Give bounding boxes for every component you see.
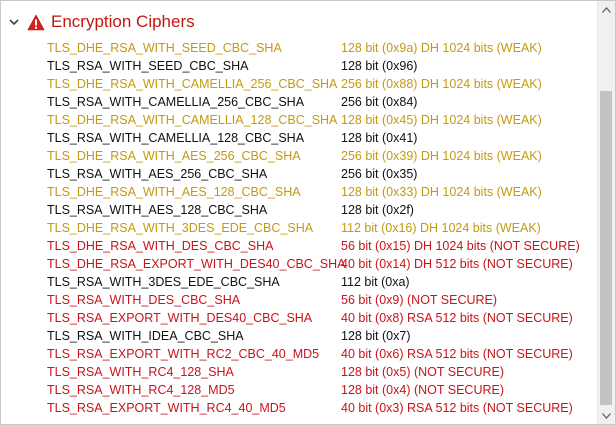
cipher-name: TLS_DHE_RSA_WITH_DES_CBC_SHA: [47, 239, 274, 253]
cipher-strength: 128 bit (0x5) (NOT SECURE): [341, 365, 505, 379]
cipher-row: TLS_DHE_RSA_WITH_AES_128_CBC_SHA 128 bit …: [1, 183, 597, 201]
cipher-list: TLS_DHE_RSA_WITH_SEED_CBC_SHA 128 bit (0x…: [1, 39, 597, 417]
section-title: Encryption Ciphers: [51, 12, 195, 31]
cipher-row: TLS_RSA_EXPORT_WITH_DES40_CBC_SHA 40 bit …: [1, 309, 597, 327]
cipher-strength: 128 bit (0x9a) DH 1024 bits (WEAK): [341, 41, 542, 55]
cipher-name: TLS_DHE_RSA_WITH_CAMELLIA_256_CBC_SHA: [47, 77, 338, 91]
cipher-name: TLS_DHE_RSA_WITH_AES_128_CBC_SHA: [47, 185, 301, 199]
cipher-name: TLS_RSA_WITH_SEED_CBC_SHA: [47, 59, 249, 73]
cipher-strength: 40 bit (0x6) RSA 512 bits (NOT SECURE): [341, 347, 573, 361]
cipher-row: TLS_RSA_EXPORT_WITH_RC4_40_MD5 40 bit (0x…: [1, 399, 597, 417]
cipher-strength: 256 bit (0x88) DH 1024 bits (WEAK): [341, 77, 542, 91]
cipher-row: TLS_RSA_WITH_IDEA_CBC_SHA 128 bit (0x7): [1, 327, 597, 345]
cipher-name: TLS_RSA_EXPORT_WITH_RC2_CBC_40_MD5: [47, 347, 320, 361]
cipher-row: TLS_RSA_WITH_3DES_EDE_CBC_SHA 112 bit (0x…: [1, 273, 597, 291]
cipher-name: TLS_RSA_WITH_AES_128_CBC_SHA: [47, 203, 268, 217]
scrollbar-thumb[interactable]: [600, 91, 612, 405]
cipher-strength: 256 bit (0x84): [341, 95, 418, 109]
cipher-row: TLS_DHE_RSA_WITH_3DES_EDE_CBC_SHA 112 bit…: [1, 219, 597, 237]
cipher-strength: 40 bit (0x14) DH 512 bits (NOT SECURE): [341, 257, 573, 271]
cipher-name: TLS_RSA_WITH_CAMELLIA_128_CBC_SHA: [47, 131, 305, 145]
cipher-row: TLS_RSA_EXPORT_WITH_RC2_CBC_40_MD5 40 bit…: [1, 345, 597, 363]
cipher-strength: 56 bit (0x15) DH 1024 bits (NOT SECURE): [341, 239, 580, 253]
cipher-row: TLS_RSA_WITH_CAMELLIA_128_CBC_SHA 128 bit…: [1, 129, 597, 147]
cipher-strength: 56 bit (0x9) (NOT SECURE): [341, 293, 498, 307]
cipher-strength: 256 bit (0x35): [341, 167, 418, 181]
arrow-down-icon[interactable]: [598, 407, 615, 424]
cipher-name: TLS_RSA_EXPORT_WITH_RC4_40_MD5: [47, 401, 286, 415]
cipher-row: TLS_RSA_WITH_RC4_128_MD5 128 bit (0x4) (N…: [1, 381, 597, 399]
cipher-strength: 128 bit (0x33) DH 1024 bits (WEAK): [341, 185, 542, 199]
cipher-row: TLS_DHE_RSA_WITH_DES_CBC_SHA 56 bit (0x15…: [1, 237, 597, 255]
section-header[interactable]: Encryption Ciphers: [1, 9, 597, 35]
cipher-strength: 128 bit (0x4) (NOT SECURE): [341, 383, 505, 397]
cipher-strength: 112 bit (0x16) DH 1024 bits (WEAK): [341, 221, 541, 235]
vertical-scrollbar[interactable]: [597, 1, 615, 424]
cipher-row: TLS_RSA_WITH_SEED_CBC_SHA 128 bit (0x96): [1, 57, 597, 75]
warning-icon: [27, 13, 45, 31]
cipher-strength: 128 bit (0x7): [341, 329, 411, 343]
cipher-row: TLS_RSA_WITH_AES_256_CBC_SHA 256 bit (0x3…: [1, 165, 597, 183]
cipher-name: TLS_RSA_WITH_3DES_EDE_CBC_SHA: [47, 275, 280, 289]
cipher-name: TLS_RSA_WITH_CAMELLIA_256_CBC_SHA: [47, 95, 305, 109]
cipher-strength: 128 bit (0x2f): [341, 203, 414, 217]
cipher-name: TLS_RSA_WITH_IDEA_CBC_SHA: [47, 329, 244, 343]
chevron-down-icon[interactable]: [4, 12, 24, 32]
cipher-name: TLS_RSA_WITH_DES_CBC_SHA: [47, 293, 241, 307]
cipher-name: TLS_RSA_WITH_RC4_128_MD5: [47, 383, 235, 397]
cipher-row: TLS_DHE_RSA_WITH_AES_256_CBC_SHA 256 bit …: [1, 147, 597, 165]
cipher-row: TLS_RSA_WITH_AES_128_CBC_SHA 128 bit (0x2…: [1, 201, 597, 219]
cipher-strength: 112 bit (0xa): [341, 275, 410, 289]
cipher-name: TLS_RSA_WITH_RC4_128_SHA: [47, 365, 234, 379]
cipher-name: TLS_DHE_RSA_WITH_AES_256_CBC_SHA: [47, 149, 301, 163]
cipher-name: TLS_DHE_RSA_EXPORT_WITH_DES40_CBC_SHA: [47, 257, 346, 271]
cipher-row: TLS_RSA_WITH_RC4_128_SHA 128 bit (0x5) (N…: [1, 363, 597, 381]
cipher-name: TLS_DHE_RSA_WITH_SEED_CBC_SHA: [47, 41, 282, 55]
cipher-name: TLS_RSA_WITH_AES_256_CBC_SHA: [47, 167, 268, 181]
cipher-row: TLS_DHE_RSA_WITH_SEED_CBC_SHA 128 bit (0x…: [1, 39, 597, 57]
cipher-strength: 128 bit (0x41): [341, 131, 418, 145]
cipher-name: TLS_RSA_EXPORT_WITH_DES40_CBC_SHA: [47, 311, 313, 325]
cipher-strength: 256 bit (0x39) DH 1024 bits (WEAK): [341, 149, 542, 163]
cipher-row: TLS_RSA_WITH_CAMELLIA_256_CBC_SHA 256 bit…: [1, 93, 597, 111]
cipher-strength: 40 bit (0x8) RSA 512 bits (NOT SECURE): [341, 311, 573, 325]
cipher-strength: 128 bit (0x45) DH 1024 bits (WEAK): [341, 113, 542, 127]
cipher-strength: 40 bit (0x3) RSA 512 bits (NOT SECURE): [341, 401, 573, 415]
cipher-row: TLS_RSA_WITH_DES_CBC_SHA 56 bit (0x9) (NO…: [1, 291, 597, 309]
cipher-strength: 128 bit (0x96): [341, 59, 418, 73]
cipher-name: TLS_DHE_RSA_WITH_3DES_EDE_CBC_SHA: [47, 221, 314, 235]
cipher-name: TLS_DHE_RSA_WITH_CAMELLIA_128_CBC_SHA: [47, 113, 338, 127]
arrow-up-icon[interactable]: [598, 1, 615, 18]
